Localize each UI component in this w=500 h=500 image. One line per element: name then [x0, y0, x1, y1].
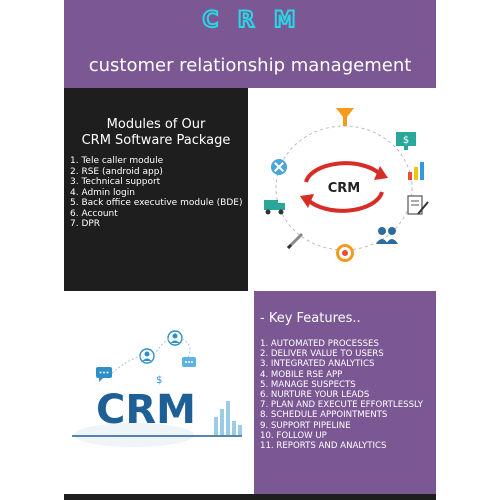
dollar-icon: $ [156, 375, 162, 386]
page-subtitle: customer relationship management [88, 55, 412, 76]
modules-title-line: CRM Software Package [81, 133, 231, 148]
cycle-arrows-icon [300, 161, 388, 213]
chart-icon [408, 162, 424, 180]
feature-item: 4. MOBILE RSE APP [260, 369, 343, 380]
user-icon [139, 348, 155, 364]
modules-panel: Modules of Our CRM Software Package 1. T… [64, 88, 248, 291]
footer-bar [64, 494, 436, 500]
cycle-center-label: CRM [328, 181, 361, 196]
user-icon [167, 330, 183, 346]
module-item: 3. Technical support [70, 177, 161, 187]
monitor-dollar-icon: $ [396, 132, 416, 150]
chat-bubble-icon [182, 357, 196, 367]
modules-list: 1. Tele caller module 2. RSE (android ap… [70, 156, 243, 230]
tools-icon [271, 159, 287, 175]
features-panel: - Key Features.. 1. AUTOMATED PROCESSES … [254, 291, 436, 500]
feature-item: 6. NURTURE YOUR LEADS [260, 390, 370, 401]
feature-item: 9. SUPPORT PIPELINE [260, 420, 351, 431]
pen-icon [286, 232, 304, 250]
brochure: C R M customer relationship management M… [64, 0, 436, 500]
chat-bubble-icon [96, 367, 112, 382]
crm-graphic-label: CRM [96, 387, 196, 433]
module-item: 1. Tele caller module [70, 156, 164, 166]
feature-item: 3. INTEGRATED ANALYTICS [260, 359, 375, 370]
modules-title: Modules of Our CRM Software Package [64, 117, 248, 149]
truck-icon [264, 200, 285, 215]
header-banner: C R M customer relationship management [64, 0, 436, 88]
module-item: 7. DPR [70, 219, 101, 229]
logo-letter: R [237, 7, 257, 34]
svg-text:$: $ [156, 375, 162, 386]
module-item: 2. RSE (android app) [70, 166, 163, 177]
features-list: 1. AUTOMATED PROCESSES 2. DELIVER VALUE … [260, 339, 423, 451]
funnel-icon [336, 108, 354, 126]
feature-item: 10. FOLLOW UP [260, 430, 327, 441]
document-pen-icon [407, 195, 429, 215]
logo-letter: C [201, 7, 221, 34]
module-item: 6. Account [70, 208, 118, 219]
feature-item: 2. DELIVER VALUE TO USERS [260, 349, 384, 360]
module-item: 5. Back office executive module (BDE) [70, 198, 243, 208]
bar-chart-icon [214, 401, 242, 435]
features-title: - Key Features.. [260, 311, 361, 326]
team-icon [376, 227, 398, 244]
module-item: 4. Admin login [70, 187, 135, 198]
logo-letter: M [273, 7, 298, 34]
feature-item: 5. MANAGE SUSPECTS [260, 379, 356, 390]
svg-text:$: $ [403, 135, 409, 146]
feature-item: 1. AUTOMATED PROCESSES [260, 339, 379, 349]
crm-graphic: $ CRM [64, 295, 254, 500]
feature-item: 7. PLAN AND EXECUTE EFFORTLESSLY [260, 400, 423, 411]
feature-item: 8. SCHEDULE APPOINTMENTS [260, 410, 388, 421]
target-icon [336, 244, 354, 262]
crm-cycle-illustration: CRM $ [264, 108, 429, 262]
crm-logo: C R M [64, 7, 436, 34]
feature-item: 11. REPORTS AND ANALYTICS [260, 441, 387, 452]
modules-title-line: Modules of Our [106, 117, 206, 132]
